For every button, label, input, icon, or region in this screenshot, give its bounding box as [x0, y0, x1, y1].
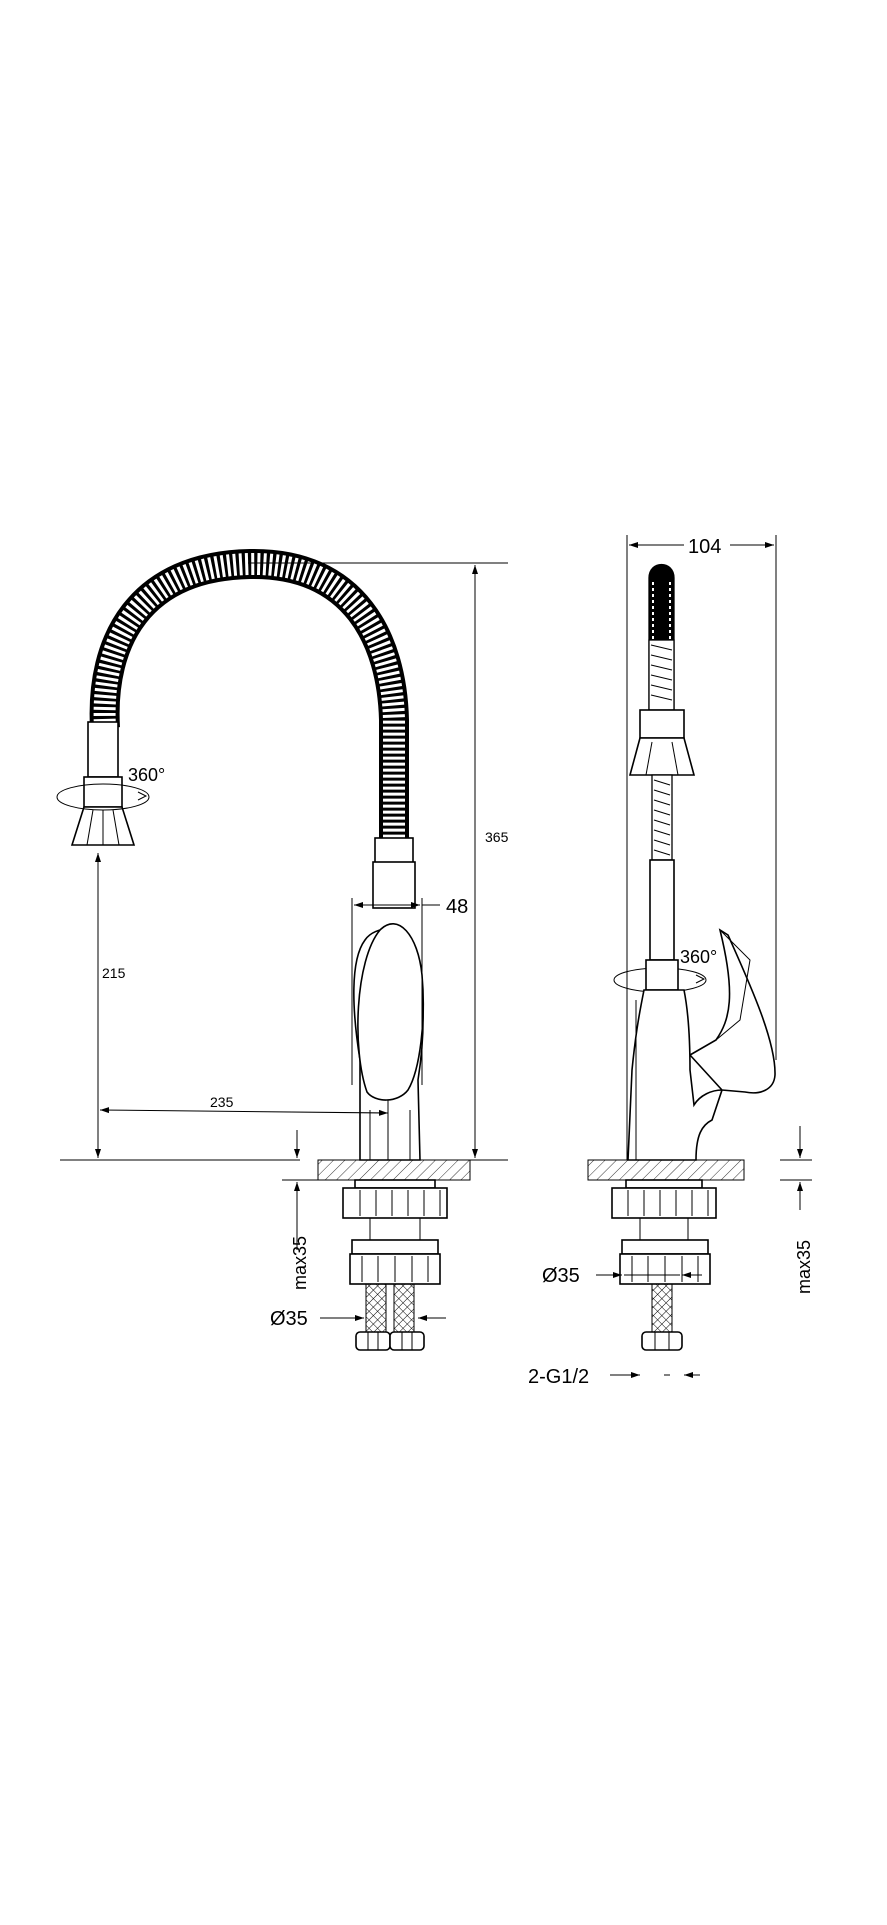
front-mounting-hardware: [342, 1179, 448, 1285]
front-spray-head: [56, 721, 150, 846]
front-height-label: 365: [485, 829, 509, 845]
front-countertop: [317, 1159, 471, 1181]
side-depth-label: 104: [688, 536, 721, 558]
front-rotation-ring: [56, 783, 150, 811]
side-supply-hose: [641, 1283, 683, 1351]
front-max-thickness-label: max35: [290, 1236, 310, 1290]
side-view: 360°: [528, 535, 814, 1388]
side-max-thickness-label: max35: [794, 1240, 814, 1294]
side-lower-hose: [651, 774, 673, 861]
side-connection-label: 2-G1/2: [528, 1366, 589, 1388]
side-countertop: [587, 1159, 745, 1181]
front-spout-height-label: 215: [102, 965, 126, 981]
side-rotation-label: 360°: [680, 947, 717, 967]
side-flexible-hose: [648, 563, 675, 711]
front-faucet-body: [353, 837, 425, 1161]
front-reach-label: 235: [210, 1094, 234, 1110]
front-flexible-hose: [89, 548, 409, 840]
front-hole-diameter-label: Ø35: [270, 1308, 308, 1330]
front-view: 360°: [56, 548, 509, 1351]
side-mounting-hardware: [611, 1179, 717, 1285]
side-spout-column: [649, 859, 675, 961]
front-rotation-label: 360°: [128, 765, 165, 785]
front-width-label: 48: [446, 896, 468, 918]
side-hole-diameter-label: Ø35: [542, 1265, 580, 1287]
side-spray-head: [628, 709, 696, 776]
side-faucet-body: [627, 928, 776, 1161]
front-supply-hoses: [355, 1283, 425, 1351]
